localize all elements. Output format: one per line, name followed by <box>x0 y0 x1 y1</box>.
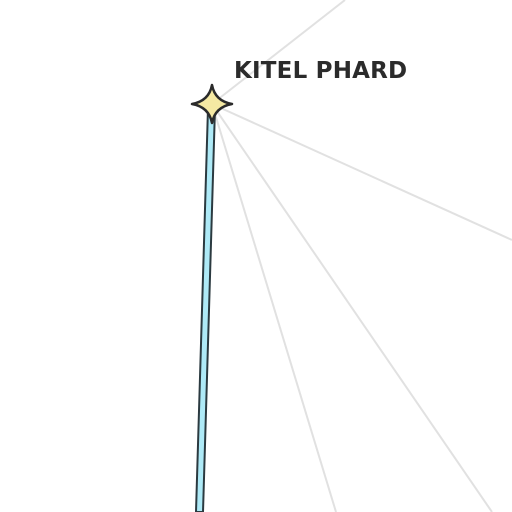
travel-route[interactable] <box>195 107 216 512</box>
connection-line <box>211 0 346 105</box>
connection-line <box>211 103 512 241</box>
system-name-label[interactable]: KITEL PHARD <box>234 58 408 84</box>
connection-lines <box>211 0 512 512</box>
four-point-star-icon[interactable] <box>190 83 234 125</box>
connection-line <box>211 103 337 512</box>
connection-line <box>211 103 493 512</box>
